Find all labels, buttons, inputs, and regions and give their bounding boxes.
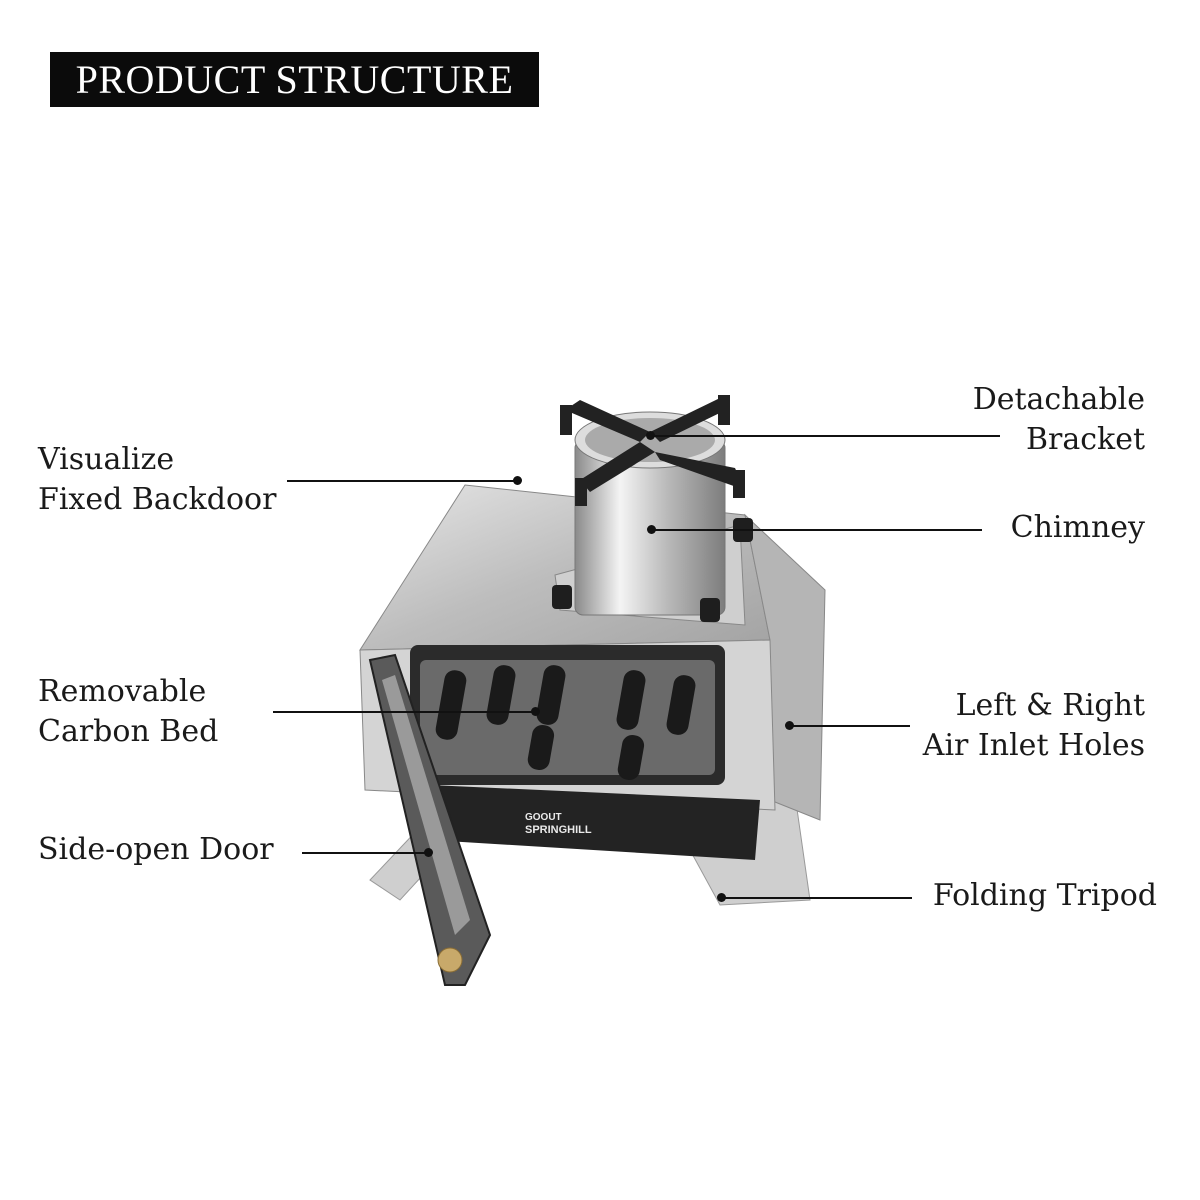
label-carbon-bed: Removable Carbon Bed	[38, 674, 219, 749]
label-bracket: Detachable Bracket	[972, 382, 1145, 457]
dot-backdoor	[513, 476, 522, 485]
label-air-inlet: Left & Right Air Inlet Holes	[922, 688, 1145, 763]
dot-chimney	[647, 525, 656, 534]
brand-top: GOOUT	[525, 812, 562, 823]
page-title: PRODUCT STRUCTURE	[50, 52, 539, 107]
label-tripod: Folding Tripod	[932, 878, 1157, 913]
detachable-bracket	[560, 395, 745, 506]
leader-tripod	[722, 897, 912, 899]
stove-illustration: GOOUT SPRINGHILL	[359, 395, 826, 986]
brand-base-bar	[430, 785, 760, 860]
label-backdoor: Visualize Fixed Backdoor	[38, 442, 277, 517]
dot-air-inlet	[785, 721, 794, 730]
label-chimney: Chimney	[1010, 510, 1145, 545]
stove-side-panel	[744, 513, 826, 821]
leader-bracket	[650, 435, 1000, 437]
leader-chimney	[652, 529, 982, 531]
brand-bottom: SPRINGHILL	[525, 824, 592, 836]
leader-air-inlet	[790, 725, 910, 727]
label-side-door: Side-open Door	[38, 832, 274, 867]
leader-backdoor	[287, 480, 517, 482]
dot-tripod	[717, 893, 726, 902]
dot-bracket	[646, 431, 655, 440]
leader-carbon-bed	[273, 711, 535, 713]
leader-side-door	[302, 852, 428, 854]
dot-side-door	[424, 848, 433, 857]
dot-carbon-bed	[531, 707, 540, 716]
